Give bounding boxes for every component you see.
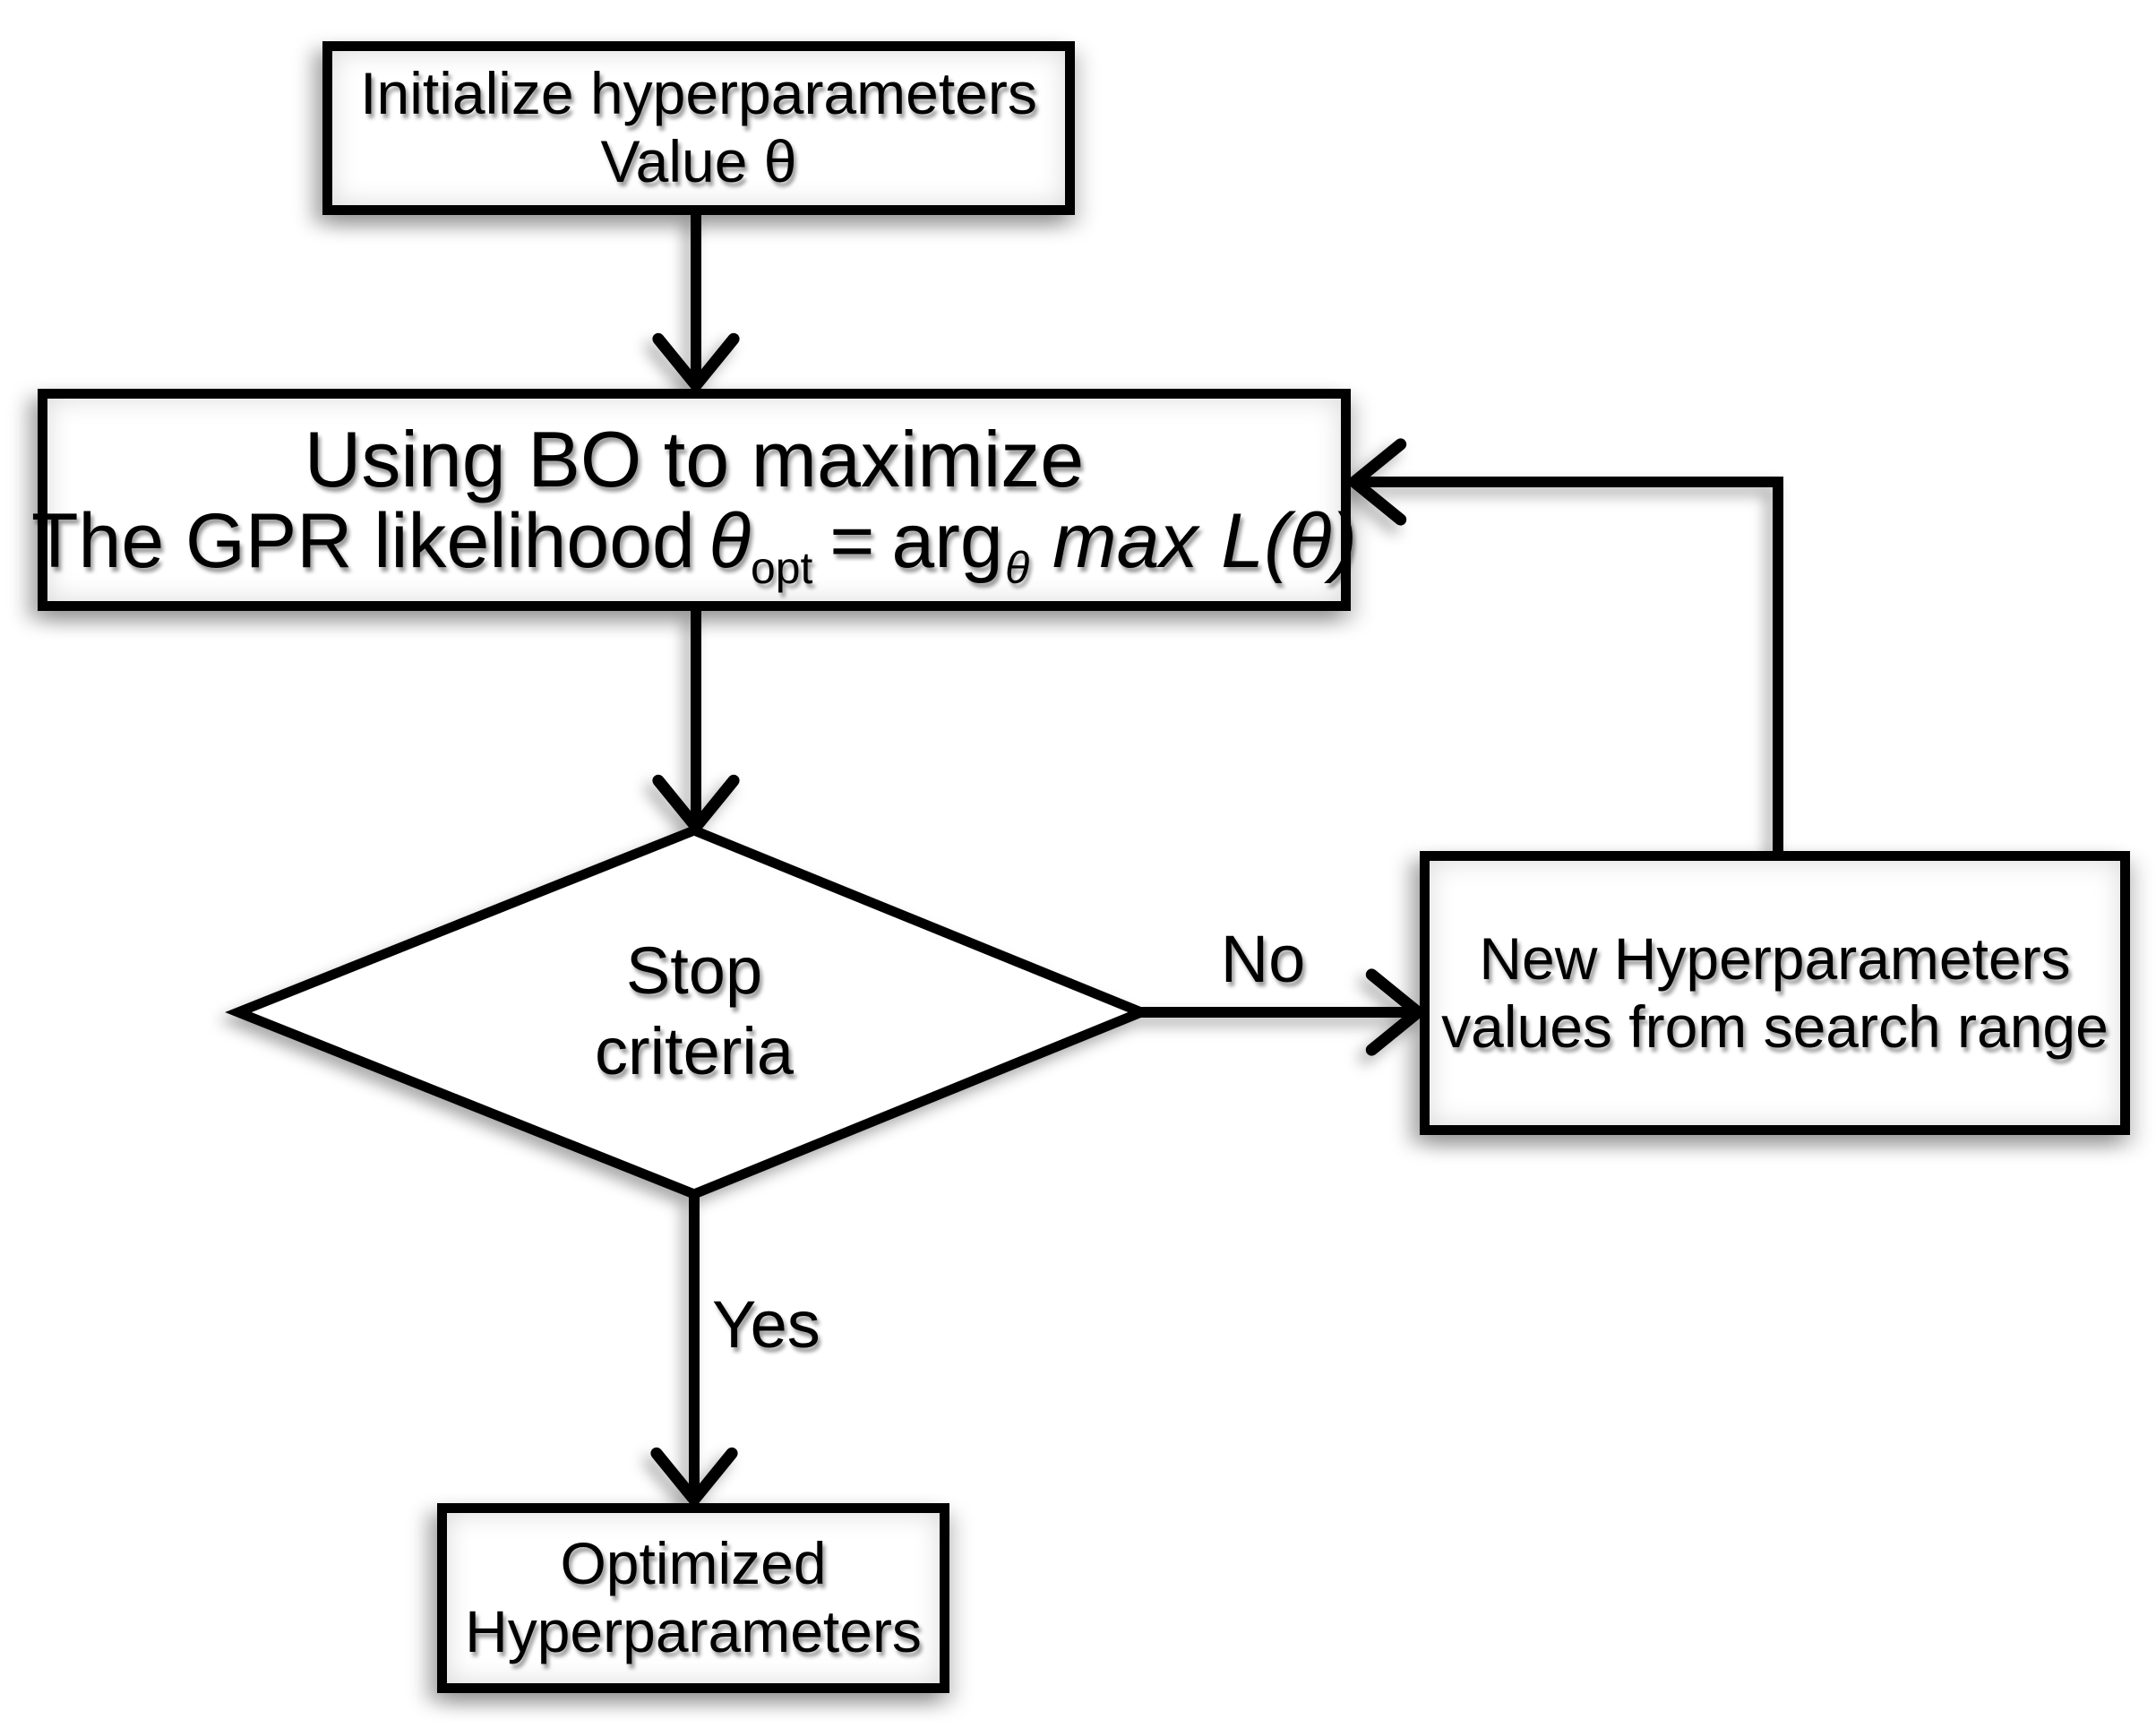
decision-diamond xyxy=(225,825,1155,1199)
init-box-line2: Value θ xyxy=(600,128,797,194)
new-hyperparameters-box: New Hyperparameters values from search r… xyxy=(1420,851,2130,1135)
formula-max: max xyxy=(1052,498,1198,585)
formula-equals: = xyxy=(829,498,875,585)
optimized-hyperparameters-box: Optimized Hyperparameters xyxy=(437,1503,949,1693)
formula-theta: θ xyxy=(709,498,751,585)
formula-theta-subscript: opt xyxy=(751,543,813,594)
init-hyperparameters-box: Initialize hyperparameters Value θ xyxy=(322,41,1075,215)
formula-likelihood-term: L(θ) xyxy=(1221,498,1358,585)
yes-branch-label: Yes xyxy=(712,1287,820,1362)
decision-line1: Stop xyxy=(625,933,763,1008)
bo-box-line1: Using BO to maximize xyxy=(304,414,1085,503)
arrow-feedback-newvalues-to-bo xyxy=(1354,482,1783,851)
decision-diamond-label: Stop criteria xyxy=(425,931,963,1093)
formula-arg-subscript: θ xyxy=(1005,543,1030,594)
newval-box-line1: New Hyperparameters xyxy=(1479,924,2071,992)
no-branch-label: No xyxy=(1220,922,1306,996)
newval-box-line2: values from search range xyxy=(1441,993,2109,1060)
decision-line2: criteria xyxy=(594,1014,795,1089)
init-box-line1: Initialize hyperparameters xyxy=(360,60,1037,127)
formula-prefix: The GPR likelihood xyxy=(30,498,695,585)
result-box-line2: Hyperparameters xyxy=(465,1598,922,1664)
result-box-line1: Optimized xyxy=(560,1530,827,1597)
formula-arg: arg xyxy=(891,498,1003,585)
